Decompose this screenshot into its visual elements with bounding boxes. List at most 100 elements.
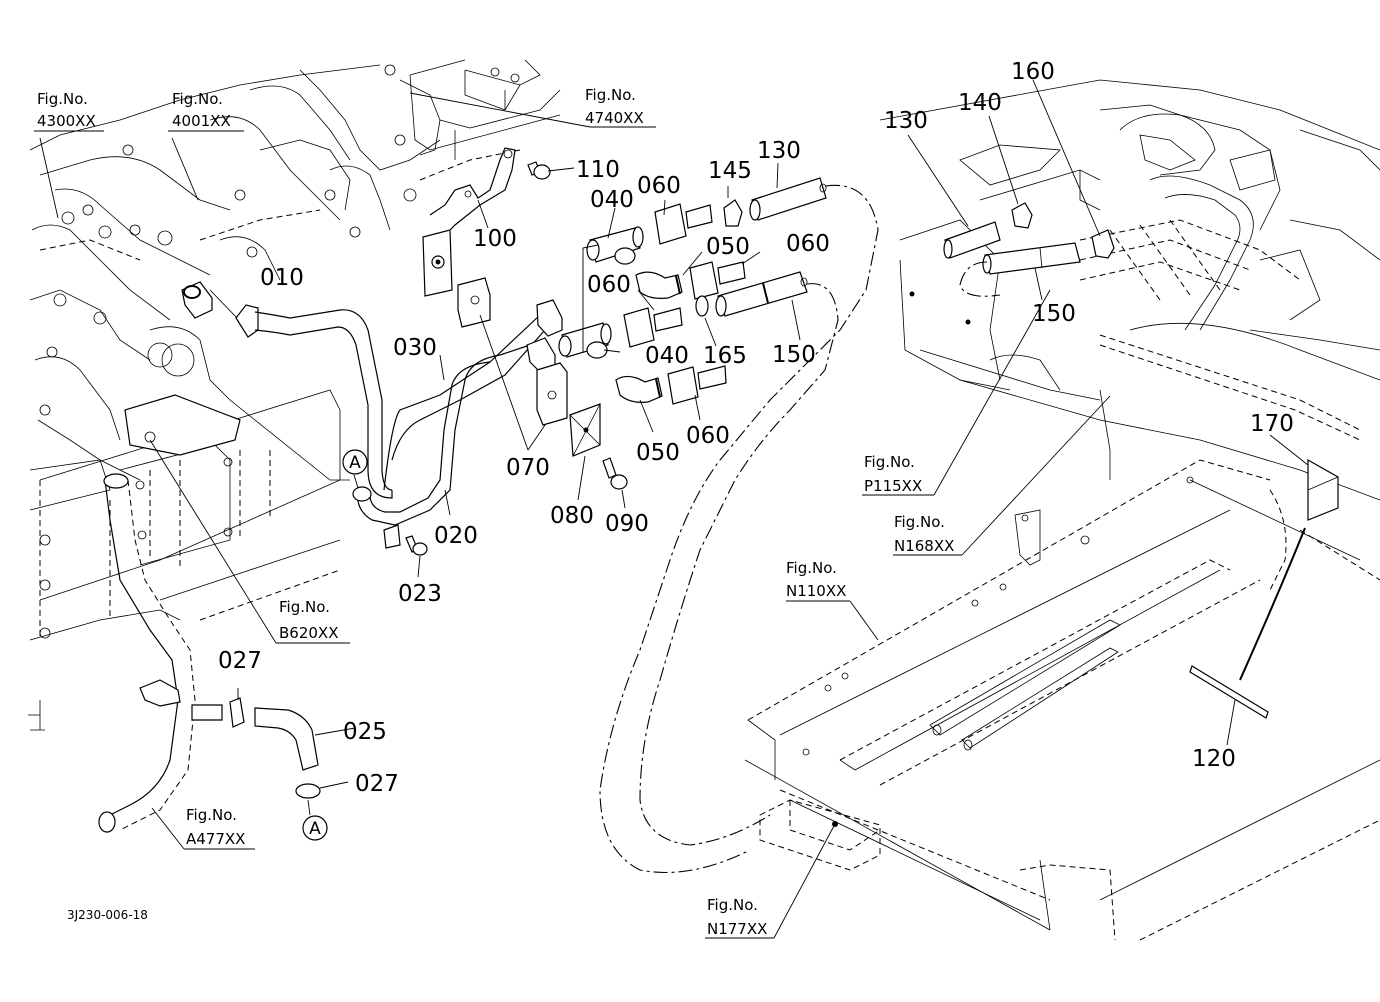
clamp-160 xyxy=(1091,229,1115,259)
fig-ref-N110-number: N110XX xyxy=(786,582,846,600)
fitting-060-d xyxy=(667,365,727,405)
fitting-060-c xyxy=(623,307,683,348)
elbow-050-upper xyxy=(635,271,683,299)
part-label-030[interactable]: 030 xyxy=(393,335,437,361)
part-label-050-lower[interactable]: 050 xyxy=(636,440,680,466)
fig-ref-P115-number: P115XX xyxy=(864,477,922,495)
fitting-010 xyxy=(181,281,238,319)
part-label-027-upper[interactable]: 027 xyxy=(218,648,262,674)
machine-top xyxy=(879,79,1380,501)
clamp-165 xyxy=(695,295,709,317)
fitting-060-b xyxy=(689,261,746,300)
hose-130-left xyxy=(749,177,827,221)
fig-ref-A477-prefix: Fig.No. xyxy=(186,806,237,824)
fig-ref-B620[interactable]: Fig.No. B620XX xyxy=(279,598,338,642)
fitting-060-a xyxy=(654,203,713,245)
engine-block xyxy=(28,59,541,731)
clamp-027-lower xyxy=(295,783,321,799)
upper-structure xyxy=(409,59,561,160)
bracket-100 xyxy=(422,147,516,297)
part-label-100[interactable]: 100 xyxy=(473,226,517,252)
strip-120 xyxy=(1189,665,1269,719)
part-label-023[interactable]: 023 xyxy=(398,581,442,607)
part-label-150-right[interactable]: 150 xyxy=(1032,301,1076,327)
part-label-080[interactable]: 080 xyxy=(550,503,594,529)
fig-ref-4740[interactable]: Fig.No. 4740XX xyxy=(585,86,644,127)
fig-ref-B620-prefix: Fig.No. xyxy=(279,598,330,616)
bolt-110 xyxy=(527,161,551,180)
hose-150-right xyxy=(959,242,1081,297)
part-label-160[interactable]: 160 xyxy=(1011,59,1055,85)
fig-ref-B620-number: B620XX xyxy=(279,624,338,642)
part-label-060-c[interactable]: 060 xyxy=(587,272,631,298)
fig-ref-4300-prefix: Fig.No. xyxy=(37,90,88,108)
part-label-110[interactable]: 110 xyxy=(576,157,620,183)
clamp-140 xyxy=(1011,202,1033,229)
connection-marker-upper: A xyxy=(342,449,368,475)
part-label-170[interactable]: 170 xyxy=(1250,411,1294,437)
plate-080 xyxy=(569,403,601,457)
lower-pipe-a477 xyxy=(98,473,223,833)
fig-ref-4300-number: 4300XX xyxy=(37,112,96,130)
part-labels: 010 020 023 025 027 027 030 040 040 050 … xyxy=(218,59,1294,797)
part-label-120[interactable]: 120 xyxy=(1192,746,1236,772)
fig-ref-P115-prefix: Fig.No. xyxy=(864,453,915,471)
part-label-020[interactable]: 020 xyxy=(434,523,478,549)
part-label-130-right[interactable]: 130 xyxy=(884,108,928,134)
tee-040-upper xyxy=(586,226,644,265)
fig-ref-A477-number: A477XX xyxy=(186,830,245,848)
elbow-050-lower xyxy=(615,375,663,403)
part-label-027-lower[interactable]: 027 xyxy=(355,771,399,797)
clamp-145 xyxy=(723,199,743,227)
part-label-060-a[interactable]: 060 xyxy=(637,173,681,199)
fig-ref-N168-number: N168XX xyxy=(894,537,954,555)
part-label-130-left[interactable]: 130 xyxy=(757,138,801,164)
part-label-040-upper[interactable]: 040 xyxy=(590,187,634,213)
part-label-145[interactable]: 145 xyxy=(708,158,752,184)
part-label-150-left[interactable]: 150 xyxy=(772,342,816,368)
hose-150-left xyxy=(715,271,808,317)
part-label-070[interactable]: 070 xyxy=(506,455,550,481)
fig-ref-N110[interactable]: Fig.No. N110XX xyxy=(786,559,846,600)
leader-lines xyxy=(34,79,1309,939)
hose-025 xyxy=(254,707,319,771)
fig-ref-4740-prefix: Fig.No. xyxy=(585,86,636,104)
fig-ref-N168-prefix: Fig.No. xyxy=(894,513,945,531)
part-label-060-b[interactable]: 060 xyxy=(786,231,830,257)
part-label-025[interactable]: 025 xyxy=(343,719,387,745)
connection-marker-lower: A xyxy=(302,815,328,841)
drawing-code: 3J230-006-18 xyxy=(67,908,148,922)
hose-130-right xyxy=(943,221,1001,259)
fig-ref-N110-prefix: Fig.No. xyxy=(786,559,837,577)
part-label-040-lower[interactable]: 040 xyxy=(645,343,689,369)
fig-ref-N177[interactable]: Fig.No. N177XX xyxy=(707,896,767,938)
pipe-020 xyxy=(352,337,556,526)
tee-040-lower xyxy=(558,322,612,359)
part-label-165[interactable]: 165 xyxy=(703,343,747,369)
pipe-030 xyxy=(235,299,563,499)
part-label-060-d[interactable]: 060 xyxy=(686,423,730,449)
fig-ref-4300[interactable]: Fig.No. 4300XX xyxy=(37,90,96,130)
fig-ref-4001-prefix: Fig.No. xyxy=(172,90,223,108)
clamp-027-upper xyxy=(229,697,245,728)
tag-170 xyxy=(1239,458,1339,681)
part-label-090[interactable]: 090 xyxy=(605,511,649,537)
fig-ref-N177-number: N177XX xyxy=(707,920,767,938)
fig-ref-4001[interactable]: Fig.No. 4001XX xyxy=(172,90,231,130)
fig-ref-4740-number: 4740XX xyxy=(585,109,644,127)
part-label-010[interactable]: 010 xyxy=(260,265,304,291)
part-label-140[interactable]: 140 xyxy=(958,90,1002,116)
fig-ref-4001-number: 4001XX xyxy=(172,112,231,130)
bolt-090 xyxy=(602,457,628,490)
frame xyxy=(744,459,1380,941)
marker-a-upper-text: A xyxy=(349,453,361,473)
hose-route xyxy=(599,184,879,874)
fig-ref-A477[interactable]: Fig.No. A477XX xyxy=(186,806,245,848)
fig-ref-P115[interactable]: Fig.No. P115XX xyxy=(864,453,922,495)
fig-ref-N168[interactable]: Fig.No. N168XX xyxy=(894,513,954,555)
figure-references: Fig.No. 4300XX Fig.No. 4001XX Fig.No. 47… xyxy=(37,86,954,938)
part-label-050-upper[interactable]: 050 xyxy=(706,234,750,260)
marker-a-lower-text: A xyxy=(309,819,321,839)
clamp-070 xyxy=(457,277,568,426)
